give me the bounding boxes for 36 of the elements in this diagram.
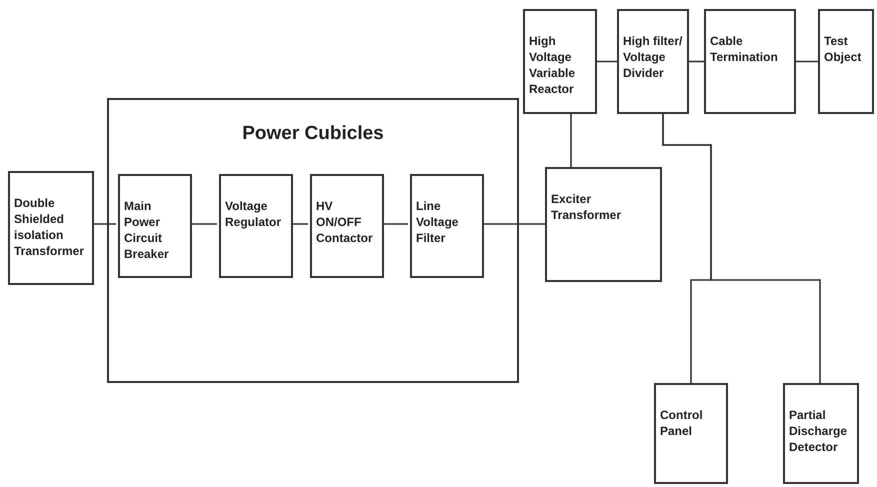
block-box [8, 171, 94, 285]
group-title: Power Cubicles [241, 122, 385, 146]
group-box [107, 98, 519, 383]
block-label: Control Panel [660, 407, 704, 439]
connector-line [94, 223, 116, 225]
block-box [219, 174, 293, 278]
connector-line [482, 223, 545, 225]
block-box [783, 383, 859, 484]
block-box [118, 174, 192, 278]
connector-line [662, 114, 821, 383]
block-label: HV ON/OFF Contactor [316, 198, 374, 246]
block-label: Cable Termination [710, 33, 779, 65]
connector-line [291, 223, 308, 225]
connector-line [190, 223, 217, 225]
block-label: Double Shielded isolation Transformer [14, 195, 86, 259]
block-label: High filter/ Voltage Divider [623, 33, 684, 81]
block-box [818, 9, 874, 114]
connector-line [570, 114, 572, 167]
block-label: Line Voltage Filter [416, 198, 460, 246]
block-box [654, 383, 728, 484]
block-label: Partial Discharge Detector [789, 407, 848, 455]
block-label: High Voltage Variable Reactor [529, 33, 576, 97]
block-box [310, 174, 384, 278]
block-box [617, 9, 689, 114]
connector-line [796, 60, 818, 62]
connector-line [382, 223, 408, 225]
block-label: Voltage Regulator [225, 198, 282, 230]
block-label: Exciter Transformer [551, 191, 622, 223]
block-label: Main Power Circuit Breaker [124, 198, 170, 262]
block-box [410, 174, 484, 278]
block-label: Test Object [824, 33, 862, 65]
connector-line [597, 60, 617, 62]
block-box [545, 167, 662, 282]
block-box [523, 9, 597, 114]
connector-line [689, 60, 704, 62]
block-box [704, 9, 796, 114]
